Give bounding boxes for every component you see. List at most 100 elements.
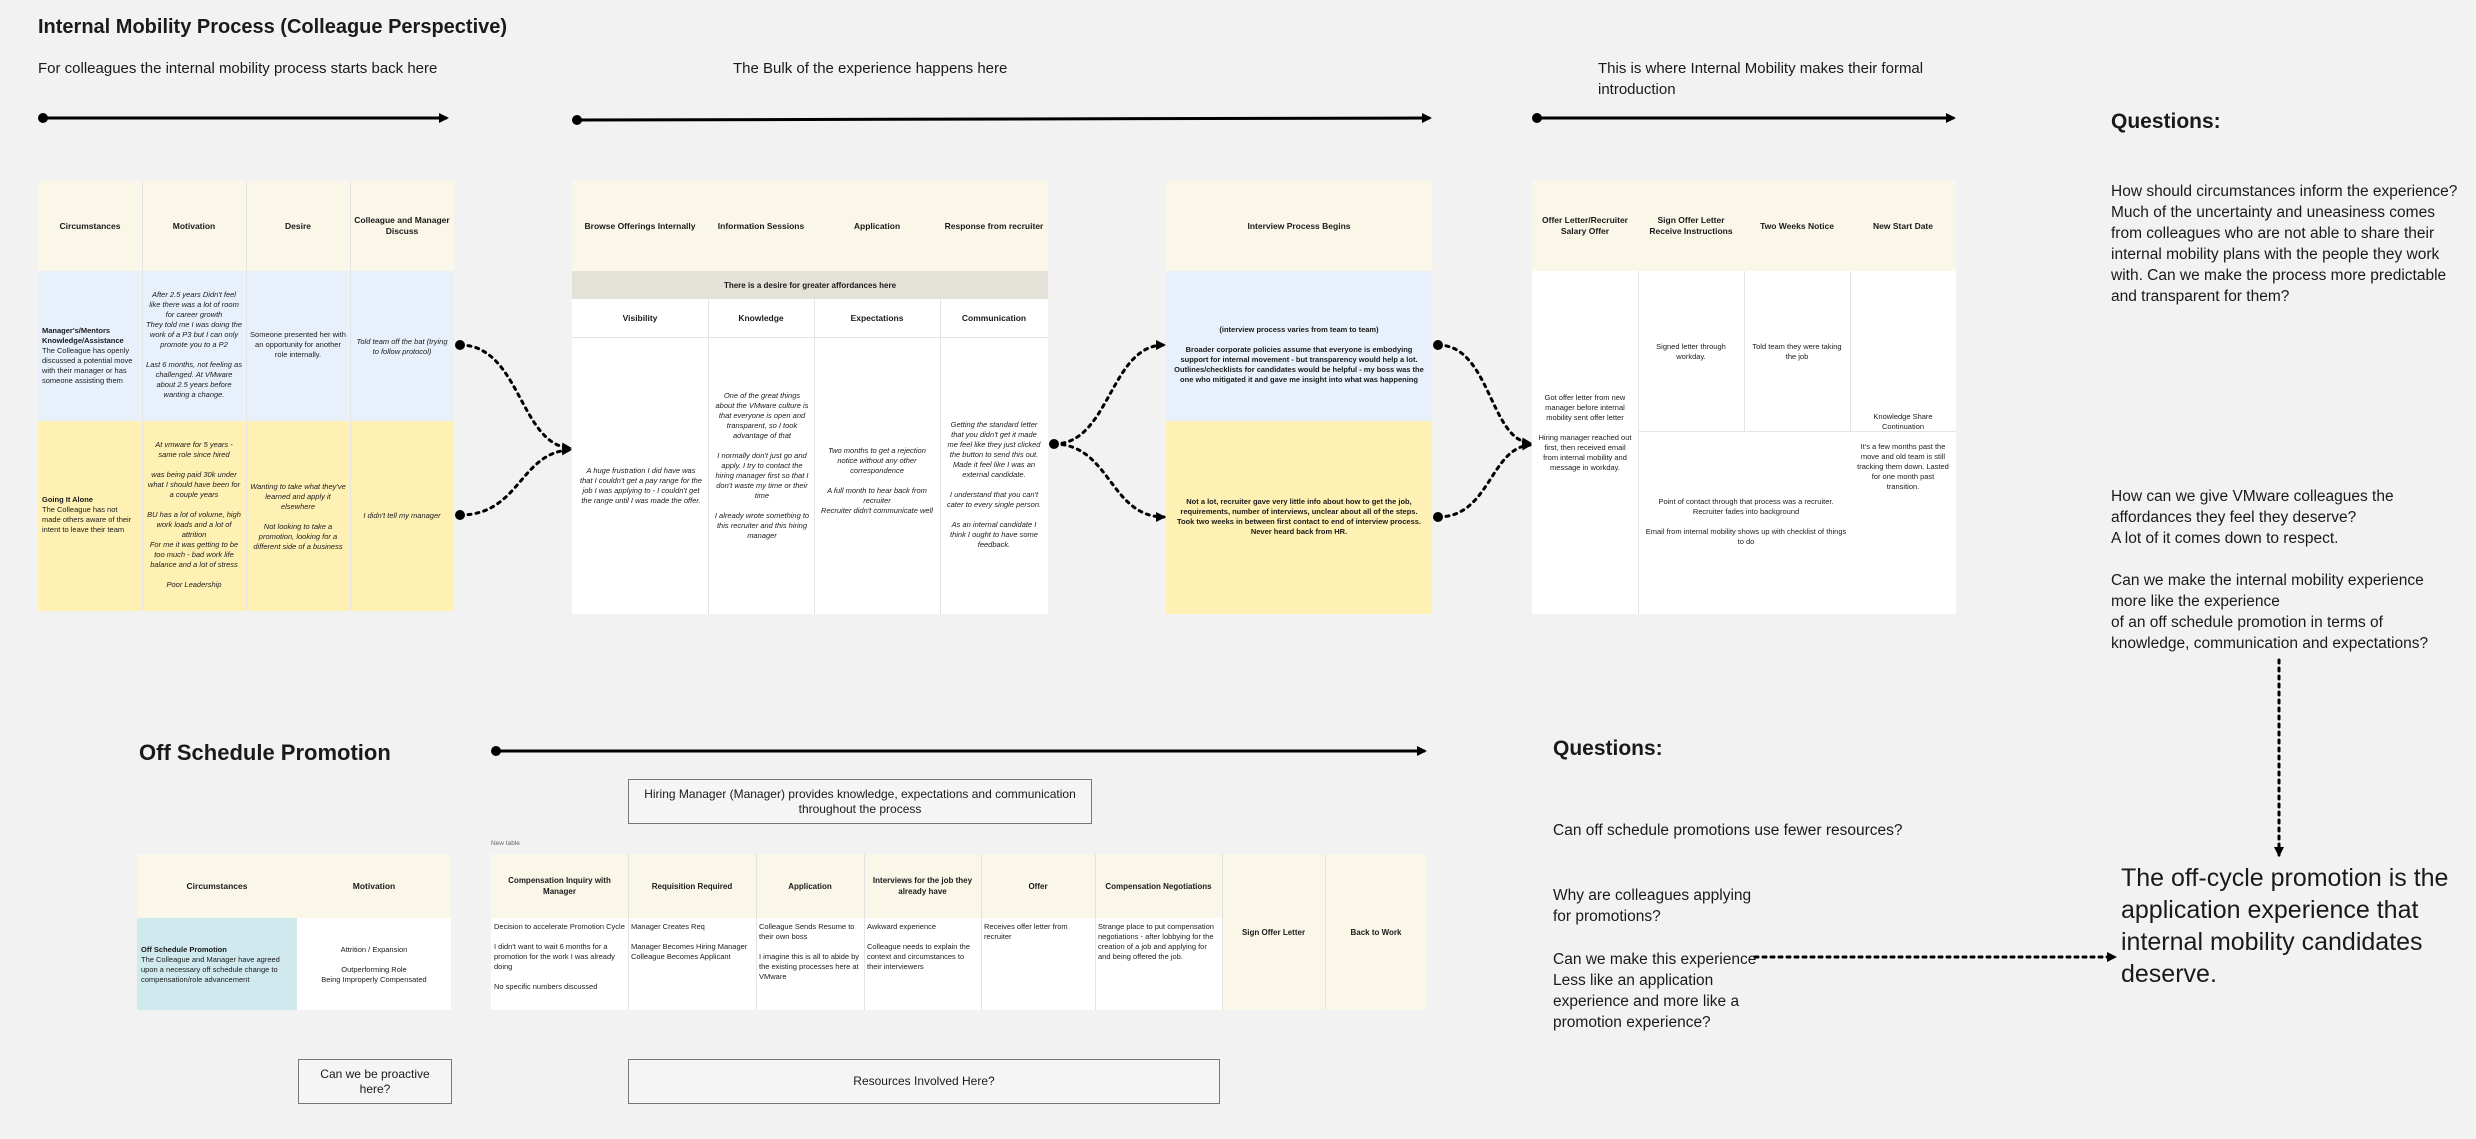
- table-divider: [864, 854, 865, 1010]
- row2-motivation: At vmware for 5 years - same role since …: [147, 440, 241, 589]
- off-schedule-circumstance-title: Off Schedule Promotion: [141, 945, 227, 954]
- row1-motivation: After 2.5 years Didn't feel like there w…: [146, 290, 242, 399]
- row2-circumstance: Going It Alone The Colleague has not mad…: [38, 495, 142, 535]
- divider: [142, 181, 143, 611]
- table-divider: [1095, 854, 1096, 1010]
- connector-dot: [455, 340, 465, 350]
- header-application: Application: [814, 181, 940, 271]
- table-header-sign-offer-letter: Sign Offer Letter: [1222, 854, 1325, 1010]
- table-cell-application: Colleague Sends Resume to their own boss…: [759, 922, 860, 981]
- table-cell-compensation-inquiry: Decision to accelerate Promotion Cycle I…: [494, 922, 625, 991]
- table-header-back-to-work: Back to Work: [1325, 854, 1427, 1010]
- divider: [1638, 431, 1956, 432]
- header-information-sessions: Information Sessions: [708, 181, 814, 271]
- connector-interview-yellow-to-offer: [1436, 440, 1532, 519]
- table-cell-interviews: Awkward experience Colleague needs to ex…: [867, 922, 970, 971]
- band-interview-blue: [1166, 271, 1432, 421]
- divider: [1850, 271, 1851, 431]
- divider: [814, 299, 815, 614]
- knowledge-quote: One of the great things about the VMware…: [714, 391, 810, 540]
- table-cell-requisition-required: Manager Creates Req Manager Becomes Hiri…: [631, 922, 748, 961]
- divider: [1638, 271, 1639, 614]
- off-schedule-motivation: Attrition / Expansion Outperforming Role…: [321, 945, 427, 984]
- communication-quote: Getting the standard letter that you did…: [946, 420, 1042, 549]
- table-header-application: Application: [756, 854, 864, 918]
- page-title: Internal Mobility Process (Colleague Per…: [38, 16, 508, 38]
- question-fewer-resources: Can off schedule promotions use fewer re…: [1553, 822, 1903, 839]
- offer-letter-note: Got offer letter from new manager before…: [1538, 393, 1632, 472]
- stage-label-start: For colleagues the internal mobility pro…: [38, 60, 438, 77]
- subheader-visibility: Visibility: [572, 299, 708, 337]
- notice-note: Told team they were taking the job: [1752, 342, 1842, 361]
- timeline-arrow-bulk: [572, 113, 1432, 125]
- row1-desire: Someone presented her with an opportunit…: [250, 330, 346, 359]
- proactive-box: Can we be proactive here?: [298, 1059, 452, 1104]
- header-desire: Desire: [246, 181, 350, 271]
- table-header-compensation-negotiations: Compensation Negotiations: [1095, 854, 1222, 918]
- header-circumstances: Circumstances: [38, 181, 142, 271]
- row2-desire: Wanting to take what they've learned and…: [250, 482, 346, 551]
- question-why-applying: Why are colleagues applying for promotio…: [1553, 887, 1752, 925]
- off-schedule-circumstance: Off Schedule Promotion The Colleague and…: [137, 945, 297, 985]
- divider: [940, 299, 941, 614]
- stage-label-bulk: The Bulk of the experience happens here: [733, 60, 1008, 77]
- header-interview-process: Interview Process Begins: [1166, 181, 1432, 271]
- table-header-offer: Offer: [981, 854, 1095, 918]
- header-off-schedule-motivation: Motivation: [297, 854, 451, 918]
- interview-recruiter-note: Not a lot, recruiter gave very little in…: [1176, 497, 1422, 536]
- divider: [246, 181, 247, 611]
- visibility-quote: A huge frustration I did have was that I…: [580, 466, 702, 505]
- divider: [1744, 271, 1745, 431]
- questions-heading-2: Questions:: [1553, 737, 1663, 760]
- header-off-schedule-circumstances: Circumstances: [137, 854, 297, 918]
- table-header-interviews: Interviews for the job they already have: [864, 854, 981, 918]
- connector-response-to-interview-yellow: [1052, 442, 1166, 522]
- off-schedule-title: Off Schedule Promotion: [139, 740, 391, 765]
- resources-box: Resources Involved Here?: [628, 1059, 1220, 1104]
- connector-dot: [1049, 439, 1059, 449]
- band-interview-yellow: [1166, 421, 1432, 614]
- header-response-recruiter: Response from recruiter: [940, 181, 1048, 271]
- table-cell-compensation-negotiations: Strange place to put compensation negoti…: [1098, 922, 1214, 961]
- recruiter-contact-note: Point of contact through that process wa…: [1645, 497, 1847, 546]
- subheader-expectations: Expectations: [814, 299, 940, 337]
- header-colleague-manager-discuss: Colleague and Manager Discuss: [350, 181, 454, 271]
- questions-heading: Questions:: [2111, 110, 2221, 133]
- connector-dot: [1433, 512, 1443, 522]
- row1-circumstance-title: Manager's/Mentors Knowledge/Assistance: [42, 326, 124, 345]
- connector-row2-to-browse: [458, 445, 572, 517]
- question-promotion-experience: Can we make this experience Less like an…: [1553, 951, 1757, 1031]
- table-label: New table: [491, 840, 520, 847]
- question-circumstances: How should circumstances inform the expe…: [2111, 183, 2458, 305]
- header-two-weeks-notice: Two Weeks Notice: [1744, 181, 1850, 271]
- divider: [708, 299, 709, 614]
- sign-letter-note: Signed letter through workday.: [1656, 342, 1726, 361]
- table-divider: [981, 854, 982, 1010]
- row2-circumstance-title: Going It Alone: [42, 495, 93, 504]
- row1-circumstance: Manager's/Mentors Knowledge/Assistance T…: [38, 326, 142, 386]
- divider: [350, 181, 351, 611]
- header-sign-offer-letter: Sign Offer Letter Receive Instructions: [1638, 181, 1744, 271]
- connector-response-to-interview-blue: [1052, 340, 1166, 446]
- interview-varies-note: (interview process varies from team to t…: [1219, 325, 1379, 334]
- table-header-compensation-inquiry: Compensation Inquiry with Manager: [491, 854, 628, 918]
- row1-circumstance-text: The Colleague has openly discussed a pot…: [42, 346, 133, 385]
- connector-row1-to-browse: [458, 343, 572, 453]
- timeline-arrow-intro: [1532, 113, 1956, 123]
- conclusion-statement: The off-cycle promotion is the applicati…: [2121, 864, 2449, 988]
- header-motivation: Motivation: [142, 181, 246, 271]
- table-divider: [756, 854, 757, 1010]
- row1-discuss: Told team off the bat (trying to follow …: [356, 337, 448, 356]
- header-browse-offerings: Browse Offerings Internally: [572, 181, 708, 271]
- hiring-manager-box: Hiring Manager (Manager) provides knowle…: [628, 779, 1092, 824]
- affordances-banner: There is a desire for greater affordance…: [572, 271, 1048, 299]
- subheader-knowledge: Knowledge: [708, 299, 814, 337]
- header-new-start-date: New Start Date: [1850, 181, 1956, 271]
- connector-dot: [455, 510, 465, 520]
- table-divider: [628, 854, 629, 1010]
- divider: [572, 337, 1048, 338]
- question-affordances: How can we give VMware colleagues the af…: [2111, 488, 2429, 652]
- expectations-quote: Two months to get a rejection notice wit…: [821, 446, 933, 515]
- table-divider: [1325, 854, 1326, 1010]
